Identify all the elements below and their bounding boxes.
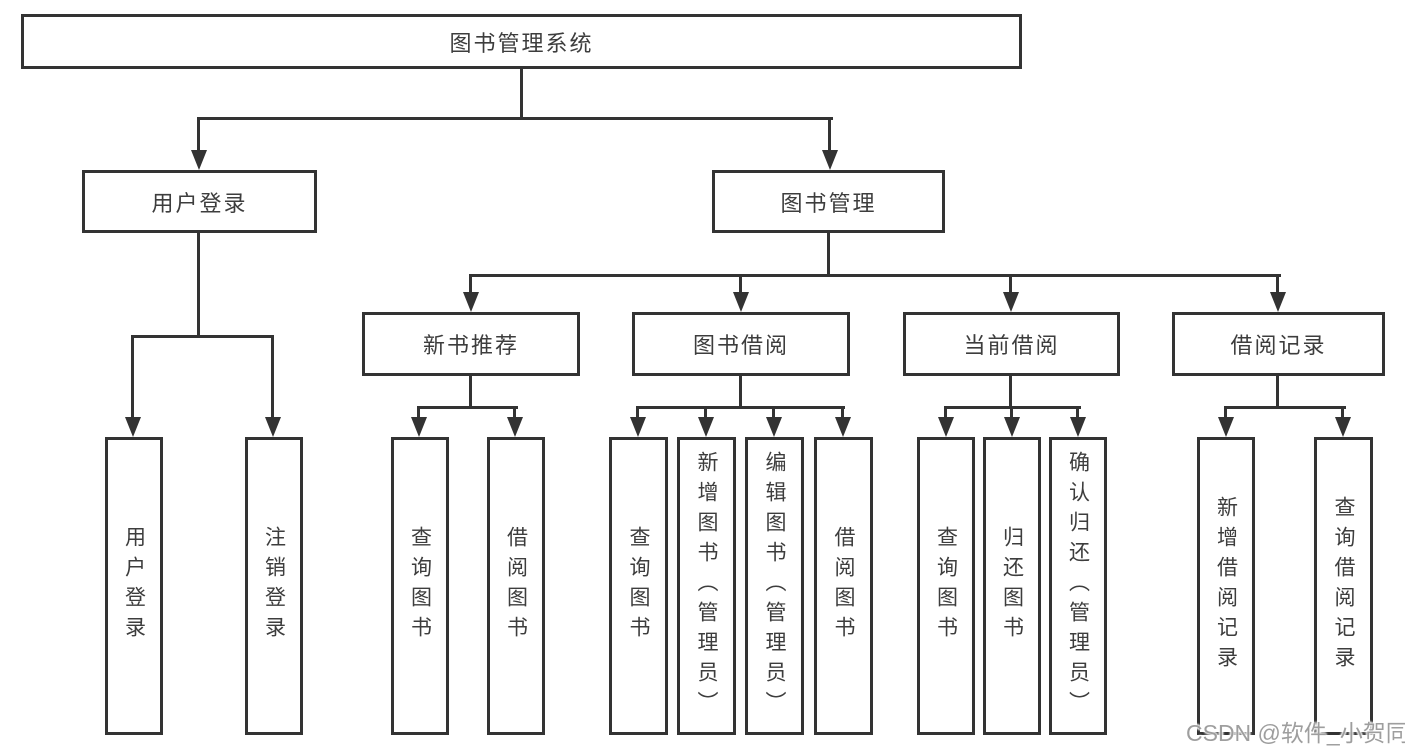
arrow-down-icon [191,150,207,170]
node-nb-query: 查询图书 [391,437,449,735]
connector-root-branch [197,117,833,120]
arrow-down-icon [1218,417,1234,437]
connector-borrow-record-drop-2 [1341,406,1344,420]
node-book-mgmt-label: 图书管理 [780,190,877,216]
connector-book-borrow-stem [739,375,742,409]
connector-root-drop-left [197,117,200,153]
node-ul-logout: 注销登录 [245,437,303,735]
node-bb-borrow-label: 借阅图书 [832,526,855,646]
node-cb-return: 归还图书 [983,437,1041,735]
arrow-down-icon [411,417,427,437]
node-bb-borrow: 借阅图书 [814,437,873,735]
arrow-down-icon [1003,292,1019,312]
arrow-down-icon [630,417,646,437]
connector-user-login-branch [131,335,274,338]
node-book-mgmt: 图书管理 [712,170,945,233]
connector-borrow-record-branch [1224,406,1346,409]
connector-new-book-rec-stem [469,375,472,409]
connector-book-borrow-drop-2 [704,406,707,420]
node-bb-add: 新增图书（管理员） [677,437,736,735]
node-root: 图书管理系统 [21,14,1022,69]
node-current-borrow: 当前借阅 [903,312,1120,376]
node-cb-confirm-label: 确认归还（管理员） [1066,451,1090,721]
node-bb-query: 查询图书 [609,437,668,735]
node-bb-add-label: 新增图书（管理员） [695,451,718,721]
arrow-down-icon [938,417,954,437]
connector-book-borrow-drop-4 [841,406,844,420]
connector-root-drop-right [828,117,831,153]
connector-book-mgmt-stem [827,232,830,277]
arrow-down-icon [1070,417,1086,437]
node-root-label: 图书管理系统 [449,30,594,56]
connector-new-book-rec-branch [417,406,518,409]
node-nb-query-label: 查询图书 [408,526,432,646]
watermark: CSDN @软件_小贺同学 [1186,720,1405,746]
node-current-borrow-label: 当前借阅 [963,333,1060,358]
node-user-login-label: 用户登录 [151,190,248,216]
arrow-down-icon [463,292,479,312]
node-user-login: 用户登录 [82,170,317,233]
connector-book-borrow-branch [636,406,845,409]
connector-current-borrow-stem [1009,375,1012,409]
connector-user-login-stem [197,233,200,337]
arrow-down-icon [1270,292,1286,312]
node-br-query: 查询借阅记录 [1314,437,1373,735]
connector-book-borrow-drop-3 [772,406,775,420]
node-cb-return-label: 归还图书 [1000,526,1024,646]
node-book-borrow: 图书借阅 [632,312,850,376]
connector-user-login-drop-right [271,335,274,420]
node-br-add: 新增借阅记录 [1197,437,1255,735]
node-nb-borrow-label: 借阅图书 [504,526,528,646]
node-br-add-label: 新增借阅记录 [1214,496,1238,676]
arrow-down-icon [507,417,523,437]
connector-current-borrow-drop-2 [1010,406,1013,420]
connector-book-borrow-drop-1 [636,406,639,420]
node-cb-query-label: 查询图书 [934,526,958,646]
node-cb-query: 查询图书 [917,437,975,735]
node-ul-logout-label: 注销登录 [262,526,286,646]
arrow-down-icon [766,417,782,437]
arrow-down-icon [1335,417,1351,437]
node-ul-login-label: 用户登录 [122,526,146,646]
connector-new-book-rec-drop-1 [417,406,420,420]
node-nb-borrow: 借阅图书 [487,437,545,735]
connector-book-mgmt-drop-2 [739,274,742,298]
node-book-borrow-label: 图书借阅 [692,333,789,358]
arrow-down-icon [822,150,838,170]
connector-book-mgmt-drop-3 [1009,274,1012,298]
node-new-book-rec: 新书推荐 [362,312,580,376]
connector-user-login-drop-left [131,335,134,420]
node-bb-query-label: 查询图书 [627,526,650,646]
node-new-book-rec-label: 新书推荐 [422,333,519,358]
connector-book-mgmt-drop-4 [1276,274,1279,298]
node-br-query-label: 查询借阅记录 [1332,496,1355,676]
arrow-down-icon [835,417,851,437]
arrow-down-icon [265,417,281,437]
connector-borrow-record-drop-1 [1224,406,1227,420]
node-ul-login: 用户登录 [105,437,163,735]
node-bb-edit: 编辑图书（管理员） [745,437,804,735]
node-borrow-record-label: 借阅记录 [1230,333,1327,358]
arrow-down-icon [1004,417,1020,437]
node-bb-edit-label: 编辑图书（管理员） [763,451,786,721]
arrow-down-icon [733,292,749,312]
connector-book-mgmt-drop-1 [469,274,472,298]
connector-book-mgmt-branch [469,274,1281,277]
connector-root-stem [520,68,523,119]
arrow-down-icon [698,417,714,437]
node-cb-confirm: 确认归还（管理员） [1049,437,1107,735]
node-borrow-record: 借阅记录 [1172,312,1385,376]
connector-current-borrow-drop-3 [1076,406,1079,420]
arrow-down-icon [125,417,141,437]
connector-current-borrow-drop-1 [944,406,947,420]
connector-new-book-rec-drop-2 [513,406,516,420]
connector-borrow-record-stem [1276,375,1279,409]
